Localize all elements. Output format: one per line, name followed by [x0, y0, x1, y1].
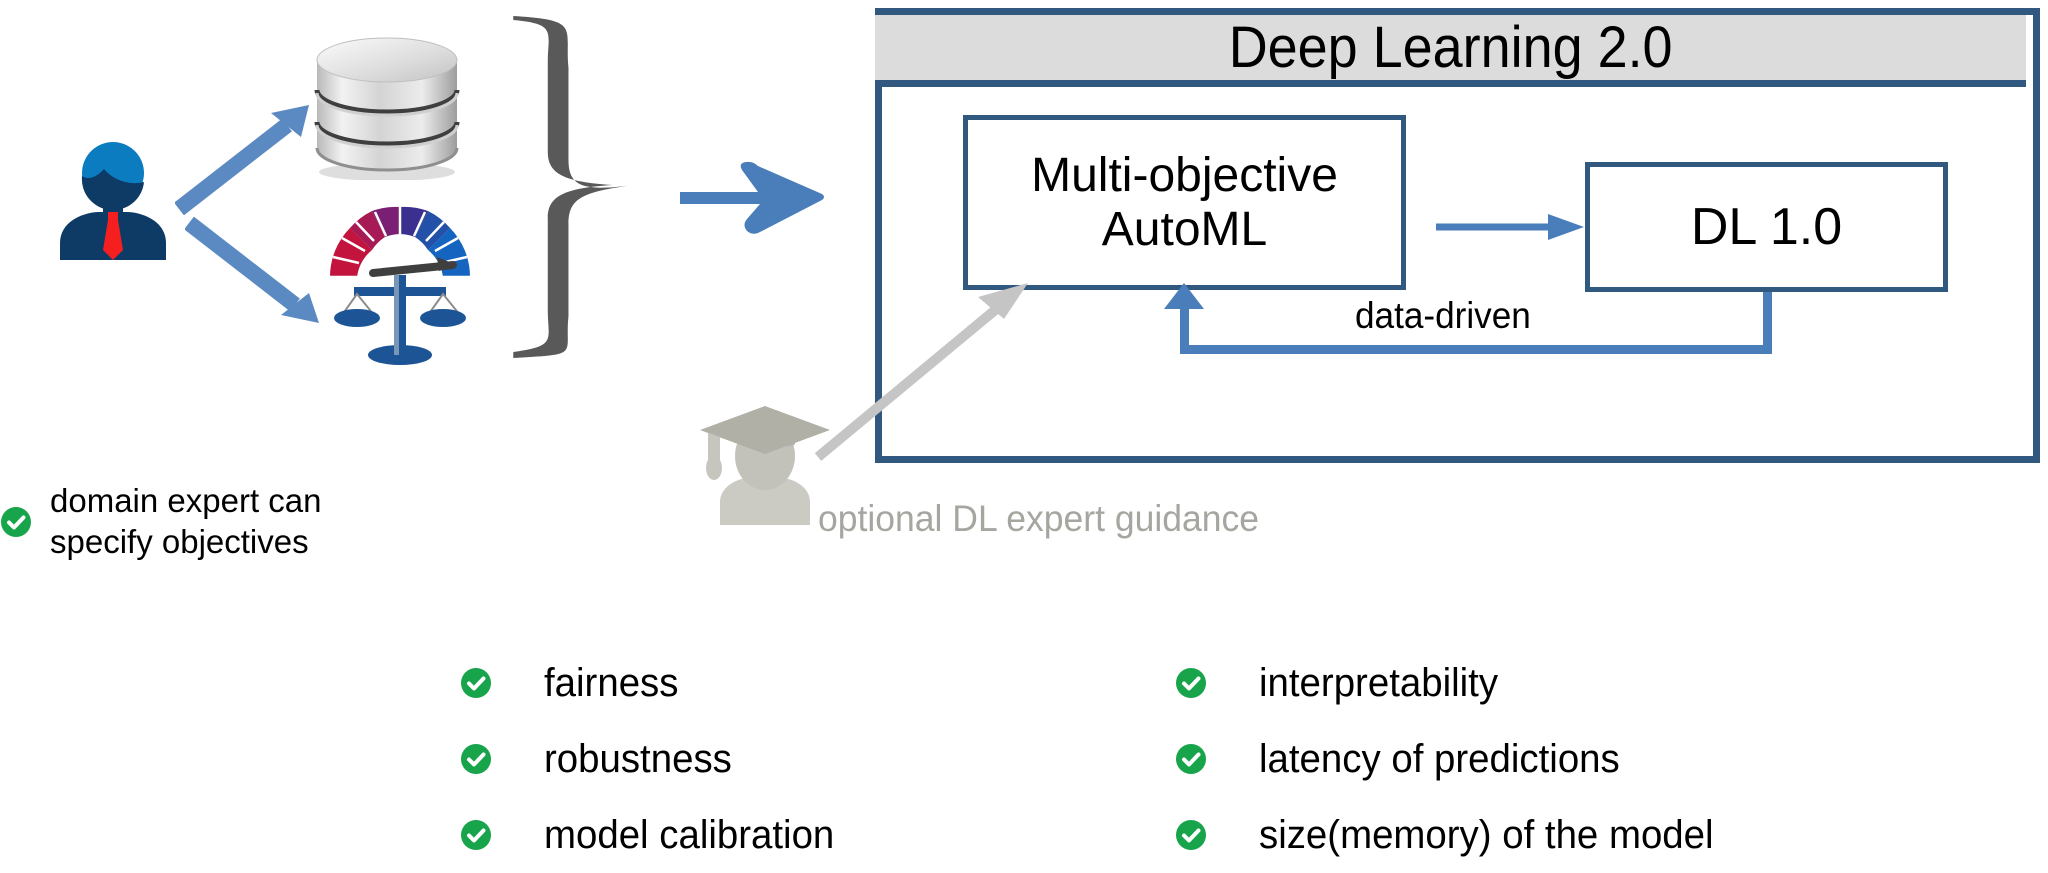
automl-to-dl1-arrow — [1436, 214, 1584, 240]
list-item[interactable]: interpretability — [1175, 645, 1732, 721]
list-item[interactable]: model calibration — [460, 797, 846, 873]
feedback-loop-bottom-segment — [1180, 345, 1772, 354]
feedback-loop-left-segment — [1180, 300, 1189, 350]
objective-label: robustness — [544, 736, 732, 781]
list-item[interactable]: size(memory) of the model — [1175, 797, 1732, 873]
dl-1-box-label: DL 1.0 — [1690, 198, 1843, 256]
check-circle-icon — [461, 820, 491, 850]
gauge-icon — [330, 206, 470, 279]
optional-dl-expert-guidance-label: optional DL expert guidance — [818, 498, 1260, 539]
check-circle-icon — [1176, 668, 1206, 698]
check-circle-icon — [1, 507, 31, 538]
objective-label: size(memory) of the model — [1259, 812, 1714, 857]
list-item[interactable]: robustness — [460, 721, 846, 797]
list-item[interactable]: fairness — [460, 645, 846, 721]
check-circle-icon — [1176, 820, 1206, 850]
feedback-loop-right-segment — [1763, 292, 1772, 354]
objective-label: model calibration — [544, 812, 835, 857]
dl-expert-guidance-arrow — [814, 283, 1028, 461]
domain-expert-note-text: domain expert can specify objectives — [50, 482, 322, 561]
objective-label: latency of predictions — [1259, 736, 1620, 781]
domain-expert-note: domain expert can specify objectives — [0, 480, 440, 563]
list-item[interactable]: latency of predictions — [1175, 721, 1732, 797]
objectives-left-column: fairness robustness model calibration — [460, 645, 846, 873]
expert-to-database-arrow — [175, 105, 309, 215]
check-circle-icon — [461, 668, 491, 698]
database-icon — [314, 37, 460, 180]
inputs-to-dl2-arrow — [680, 161, 824, 234]
feedback-loop-arrowhead-icon — [1164, 283, 1204, 309]
objectives-right-column: interpretability latency of predictions … — [1175, 645, 1732, 873]
grouping-brace-icon — [513, 16, 634, 358]
dl-expert-graduate-icon — [700, 406, 830, 525]
balance-scale-icon — [334, 275, 466, 365]
objective-label: fairness — [544, 660, 679, 705]
check-circle-icon — [1176, 744, 1206, 774]
dl-1-box[interactable]: DL 1.0 — [1585, 162, 1948, 292]
page-title: Deep Learning 2.0 — [1228, 14, 1673, 80]
multi-objective-automl-box[interactable]: Multi-objective AutoML — [963, 115, 1406, 290]
deep-learning-2-titlebar: Deep Learning 2.0 — [875, 15, 2026, 87]
automl-box-label: Multi-objective AutoML — [1031, 148, 1338, 256]
domain-expert-person-icon — [60, 142, 166, 260]
objective-label: interpretability — [1259, 660, 1499, 705]
data-driven-label: data-driven — [1355, 295, 1531, 336]
check-circle-icon — [461, 744, 491, 774]
expert-to-objectives-arrow — [185, 216, 319, 323]
